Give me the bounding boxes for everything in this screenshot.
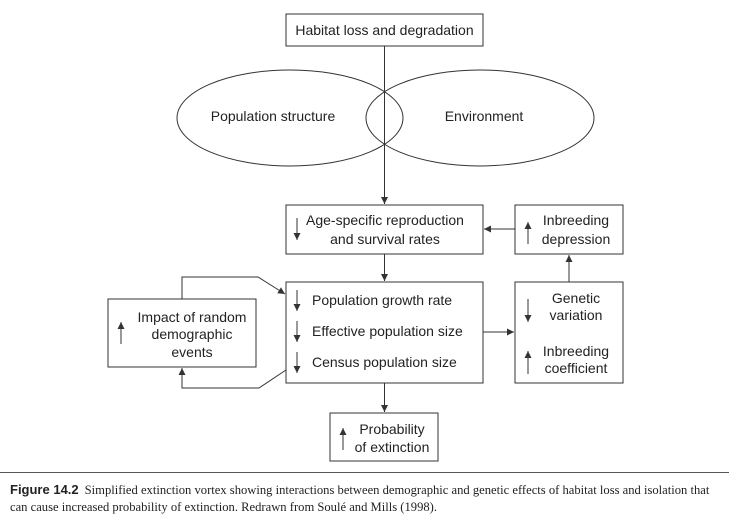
growth-rate-label: Population growth rate bbox=[312, 292, 452, 308]
age-specific-node: Age-specific reproduction and survival r… bbox=[285, 204, 484, 255]
random-events-line3: events bbox=[171, 344, 212, 360]
inbreeding-depression-line2: depression bbox=[542, 231, 611, 247]
genetic-node: Genetic variation Inbreeding coefficient bbox=[514, 281, 624, 384]
census-size-label: Census population size bbox=[312, 354, 457, 370]
genetic-variation-line2: variation bbox=[550, 307, 603, 323]
genetic-variation-line1: Genetic bbox=[552, 290, 600, 306]
inbreeding-depression-line1: Inbreeding bbox=[543, 212, 609, 228]
extinction-node: Probability of extinction bbox=[329, 412, 439, 462]
inbreeding-depression-node: Inbreeding depression bbox=[514, 204, 624, 255]
effective-size-label: Effective population size bbox=[312, 323, 463, 339]
inbreeding-coefficient-line1: Inbreeding bbox=[543, 343, 609, 359]
inbreeding-coefficient-line2: coefficient bbox=[545, 360, 608, 376]
extinction-vortex-diagram: Habitat loss and degradation Population … bbox=[107, 13, 624, 462]
random-events-line2: demographic bbox=[152, 326, 233, 342]
population-structure-label: Population structure bbox=[211, 108, 336, 124]
age-specific-line1: Age-specific reproduction bbox=[306, 212, 464, 228]
random-events-line1: Impact of random bbox=[138, 309, 247, 325]
habitat-loss-label: Habitat loss and degradation bbox=[295, 22, 473, 38]
age-specific-line2: and survival rates bbox=[330, 231, 440, 247]
habitat-loss-node: Habitat loss and degradation bbox=[285, 13, 484, 47]
environment-node: Environment bbox=[365, 69, 595, 167]
extinction-line1: Probability bbox=[359, 421, 424, 437]
environment-label: Environment bbox=[445, 108, 524, 124]
extinction-line2: of extinction bbox=[355, 439, 430, 455]
edge-population-rates-to-random-events bbox=[178, 368, 287, 389]
population-structure-node: Population structure bbox=[176, 69, 404, 167]
caption-divider bbox=[0, 472, 729, 473]
figure-caption-text: Simplified extinction vortex showing int… bbox=[10, 483, 710, 514]
population-rates-node: Population growth rate Effective populat… bbox=[285, 281, 484, 384]
edge-random-events-to-population-rates bbox=[181, 276, 286, 299]
random-events-node: Impact of random demographic events bbox=[107, 298, 257, 368]
figure-label: Figure 14.2 bbox=[10, 482, 79, 497]
